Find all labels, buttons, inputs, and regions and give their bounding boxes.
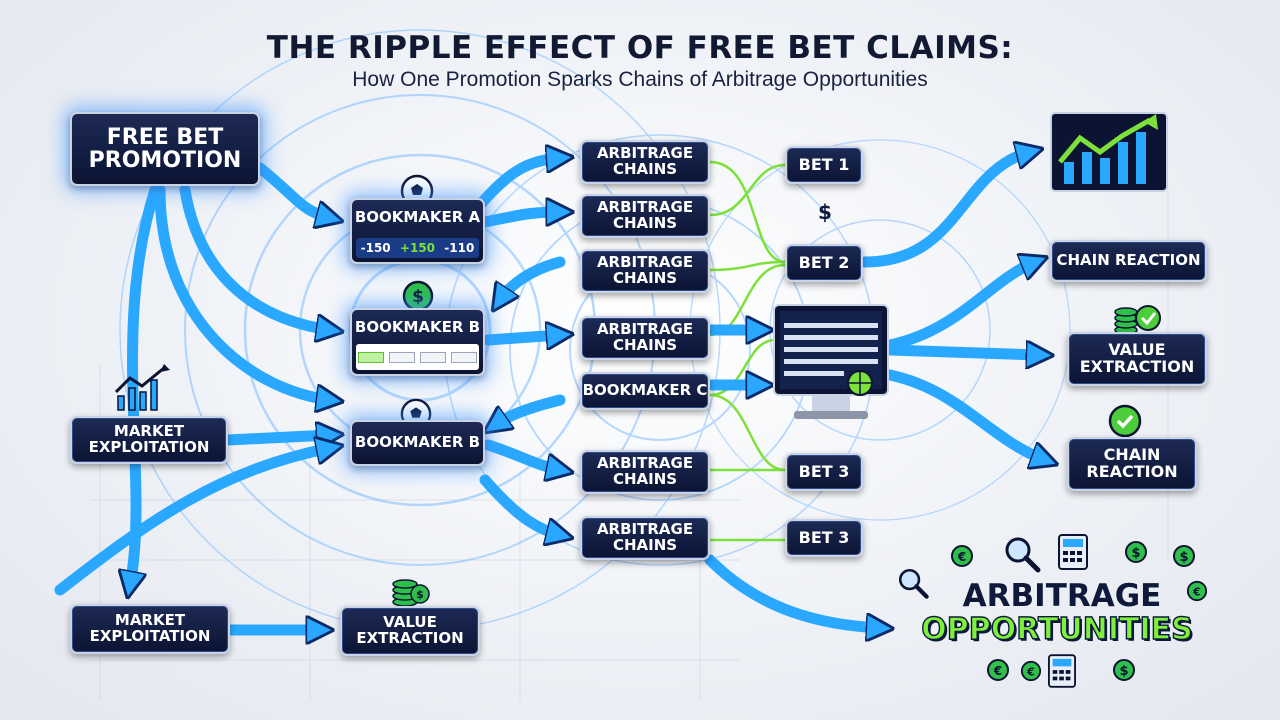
bet-3-top-node: BET 3 [785,453,863,491]
calculator-icon [1058,534,1088,575]
bookmaker-c-node: BOOKMAKER C [580,372,710,410]
svg-text:$: $ [1131,546,1140,561]
euro-coin-icon: € [1020,660,1042,687]
euro-coin-icon: € [950,544,974,573]
chain-reaction-top-node: CHAIN REACTION [1050,240,1207,282]
svg-text:€: € [993,664,1002,678]
dollar-coin-icon: $ [1112,658,1136,687]
magnifier-icon [896,566,930,605]
dollar-coin-icon: $ [1124,540,1148,569]
growth-chart-icon [112,362,174,419]
svg-text:$: $ [412,287,424,307]
svg-text:$: $ [1179,550,1188,565]
monitor-icon [772,303,892,432]
coin-stack-icon: $ [390,574,430,613]
blue-arrows [54,152,1045,630]
odds-value: -150 [360,241,391,255]
odds-value: -110 [444,241,475,255]
checkmark-icon [1108,404,1142,443]
opportunities-word: OPPORTUNITIES [921,611,1194,647]
bet-2-node: BET 2 [785,244,863,282]
svg-text:$: $ [416,588,424,601]
svg-text:€: € [1192,586,1201,599]
arbitrage-word: ARBITRAGE [962,578,1162,614]
odds-value: +150 [399,241,436,255]
bet-1-node: BET 1 [785,146,863,184]
euro-coin-icon: € [986,658,1010,687]
calculator-icon [1048,654,1076,693]
euro-coin-icon: € [1186,580,1208,607]
magnifier-icon [1002,534,1042,579]
page-title: THE RIPPLE EFFECT OF FREE BET CLAIMS: [266,30,1014,66]
svg-text:$: $ [1119,664,1128,679]
svg-text:€: € [957,550,966,564]
growth-chart-icon [1050,112,1170,199]
dollar-coin-icon: $ [1172,544,1196,573]
svg-text:€: € [1026,666,1035,679]
dollar-symbol-label: $ [818,200,832,224]
bookmaker-b-bottom-node: BOOKMAKER B [350,420,485,466]
bet-3-bottom-node: BET 3 [785,519,863,557]
page-subtitle: How One Promotion Sparks Chains of Arbit… [352,68,928,91]
bookmaker-b-odds-table [356,344,479,370]
bookmaker-a-odds: -150 +150 -110 [356,238,479,258]
